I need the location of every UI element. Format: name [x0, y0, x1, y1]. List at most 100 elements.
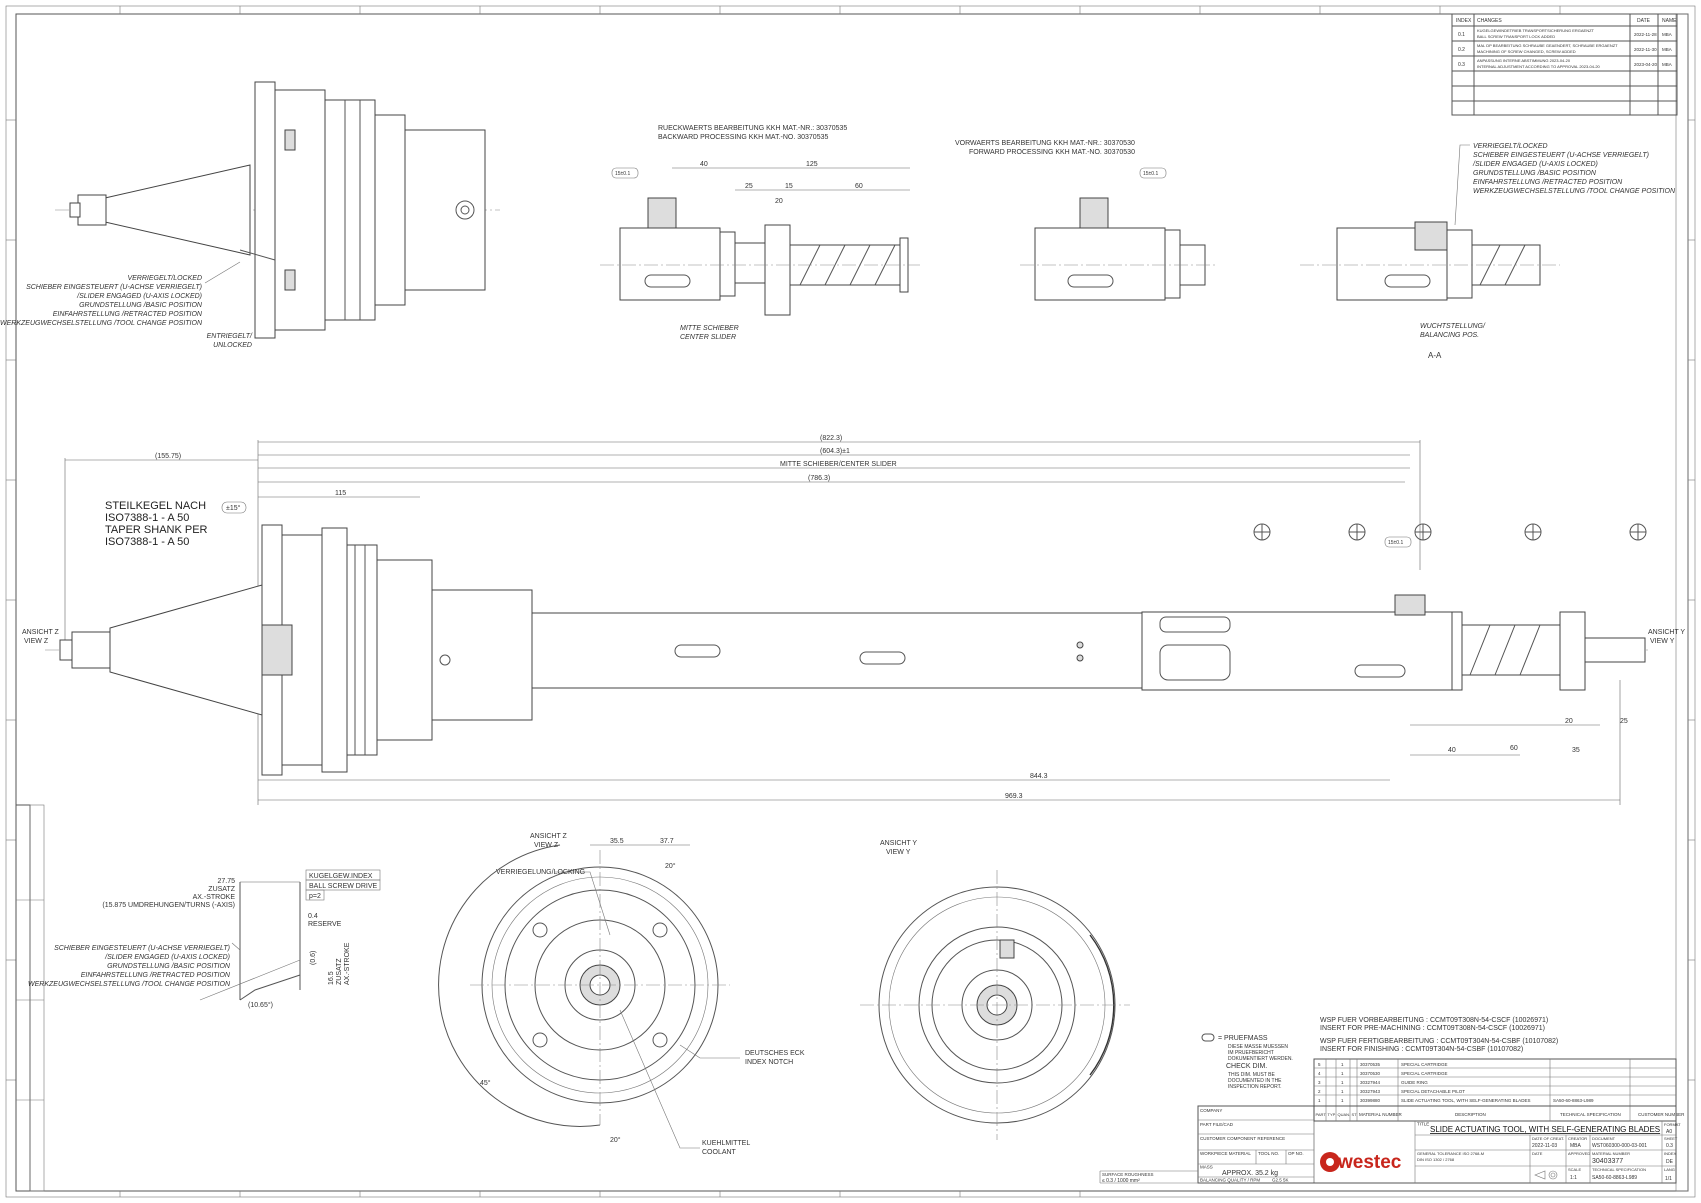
dim: 25	[745, 183, 753, 190]
legend-de: IM PRUEFBERICHT	[1228, 1050, 1274, 1056]
bom-header: QUAN.	[1338, 1112, 1351, 1117]
taper-label-de-1: STEILKEGEL NACH	[105, 500, 206, 512]
approved-label: APPROVED	[1568, 1151, 1590, 1156]
rev-header-index: INDEX	[1456, 18, 1472, 24]
revision-row: 0.2 MAL DP BEARBEITUNG SCHRAUBE GEAENDER…	[1458, 43, 1672, 54]
bom-desc: SPECIAL DETACHABLE PILOT	[1401, 1089, 1465, 1094]
rev-index: 0.2	[1458, 47, 1465, 53]
forward-processing-view: VORWAERTS BEARBEITUNG KKH MAT.-NR.: 3037…	[955, 140, 1215, 301]
insert-pre-de: WSP FUER VORBEARBEITUNG : CCMT09T308N-54…	[1320, 1017, 1548, 1024]
logo-text: westec	[1337, 1152, 1402, 1173]
aa-label-slider-de: SCHIEBER EINGESTEUERT (U-ACHSE VERRIEGEL…	[1473, 152, 1649, 159]
dim: 60	[855, 183, 863, 190]
drawing-frame	[5, 5, 1696, 1198]
aa-label-tool-change: WERKZEUGWECHSELSTELLUNG /TOOL CHANGE POS…	[1473, 188, 1676, 195]
scale-label: SCALE	[1568, 1167, 1581, 1172]
taper-label-en-1: TAPER SHANK PER	[105, 524, 208, 536]
bom-part: 5	[1318, 1062, 1321, 1067]
bom-material: 30370535	[1360, 1062, 1381, 1067]
dim-angle-45: 45°	[480, 1079, 491, 1087]
legend-de: DIESE MASSE MUESSEN	[1228, 1044, 1288, 1050]
legend-en: THIS DIM. MUST BE	[1228, 1072, 1276, 1078]
insert-fin-en: INSERT FOR FINISHING : CCMT09T304N-54-CS…	[1320, 1046, 1523, 1053]
label-retracted-position: EINFAHRSTELLUNG /RETRACTED POSITION	[53, 311, 203, 318]
stroke-label-slider-en: /SLIDER ENGAGED (U-AXIS LOCKED)	[104, 954, 230, 961]
revision-table: INDEX CHANGES DATE NAME 0.1 KUGELGEWINDE…	[1451, 13, 1678, 116]
bom-desc: SPECIAL CARTRIDGE	[1401, 1062, 1448, 1067]
stroke-label-retracted: EINFAHRSTELLUNG /RETRACTED POSITION	[81, 972, 231, 979]
stroke-label-tool-change: WERKZEUGWECHSELSTELLUNG /TOOL CHANGE POS…	[28, 981, 231, 988]
bom-desc: SPECIAL CARTRIDGE	[1401, 1071, 1448, 1076]
lang-value: DE	[1666, 1159, 1674, 1165]
material-no-value: 30403377	[1592, 1158, 1623, 1165]
tech-spec-label: TECHNICAL SPECIFICATION	[1592, 1167, 1646, 1172]
rev-date: 2022-11-28	[1634, 32, 1657, 37]
taper-label-en-2: ISO7388-1 - A 50	[105, 536, 189, 548]
main-assembly-view: (822.3) (604.3)±1 MITTE SCHIEBER/CENTER …	[22, 435, 1685, 805]
created-label: DATE OF CREAT.	[1532, 1136, 1564, 1141]
sheet-label: SHEET	[1664, 1136, 1678, 1141]
legend-de: DOKUMENTIERT WERDEN.	[1228, 1056, 1293, 1062]
projection-symbol-icon	[1534, 1170, 1558, 1180]
label-unlocked-en: UNLOCKED	[213, 342, 252, 349]
dim-844: 844.3	[1030, 773, 1048, 780]
dim-115: 115	[335, 490, 346, 497]
dim: 20	[775, 198, 783, 205]
legend-check: CHECK DIM.	[1226, 1063, 1267, 1070]
stroke-diagram: 27.75 ZUSATZ AX.-STROKE (15.875 UMDREHUN…	[28, 869, 381, 1009]
rev-name: MBA	[1662, 32, 1672, 37]
index-value: 0.3	[1666, 1143, 1673, 1149]
view-y-end-view: ANSICHT Y VIEW Y	[860, 840, 1130, 1140]
bom-part: 4	[1318, 1071, 1321, 1076]
op-no-label: OP NO.	[1288, 1151, 1304, 1156]
rev-change: MACHINING OF SCREW CHANGED, SCREW ADDED	[1477, 49, 1576, 54]
backward-processing-view: RUECKWAERTS BEARBEITUNG KKH MAT.-NR.: 30…	[600, 125, 920, 341]
bom-header: MATERIAL NUMBER	[1359, 1112, 1403, 1117]
title-label: TITLE	[1417, 1122, 1429, 1127]
bom-header: TYP	[1328, 1112, 1336, 1117]
bom-material: 30370530	[1360, 1071, 1381, 1076]
center-slider-en: CENTER SLIDER	[680, 334, 736, 341]
rev-date: 2023-04-20	[1634, 62, 1658, 67]
dim: 125	[806, 161, 818, 168]
view-y-marker-de: ANSICHT Y	[1648, 629, 1685, 636]
bom-material: 30399880	[1360, 1098, 1381, 1103]
dim-37-7: 37.7	[660, 838, 674, 845]
sheet-value: 1/1	[1665, 1176, 1672, 1182]
rev-index: 0.1	[1458, 32, 1465, 38]
view-z-title-en: VIEW Z	[534, 842, 559, 849]
date-label: DATE	[1532, 1151, 1543, 1156]
dim-40: 40	[1448, 747, 1456, 754]
drawing-title: SLIDE ACTUATING TOOL, WITH SELF-GENERATI…	[1430, 1125, 1660, 1134]
section-label: A-A	[1428, 351, 1442, 360]
view-z-marker-de: ANSICHT Z	[22, 629, 60, 636]
dim: 40	[700, 161, 708, 168]
coolant-en: COOLANT	[702, 1149, 737, 1156]
index-notch-en: INDEX NOTCH	[745, 1059, 793, 1066]
legend-symbol-text: = PRUEFMASS	[1218, 1035, 1268, 1042]
dim-35: 35	[1572, 747, 1580, 754]
index-notch-de: DEUTSCHES ECK	[745, 1050, 805, 1057]
legend-en: INSPECTION REPORT.	[1228, 1084, 1282, 1090]
dim-25: 25	[1620, 718, 1628, 725]
weight-value: APPROX. 35.2 kg	[1222, 1170, 1278, 1177]
insert-notes: WSP FUER VORBEARBEITUNG : CCMT09T308N-54…	[1320, 1017, 1558, 1053]
document-value: WST060300-000-03-001	[1592, 1143, 1647, 1149]
backward-label-de: RUECKWAERTS BEARBEITUNG KKH MAT.-NR.: 30…	[658, 125, 847, 132]
tool-no-label: TOOL NO.	[1258, 1151, 1279, 1156]
backward-label-en: BACKWARD PROCESSING KKH MAT.-NO. 3037053…	[658, 134, 828, 141]
dim-20: 20	[1565, 718, 1573, 725]
rev-change: BALL SCREW TRANSPORT LOCK ADDED	[1477, 34, 1555, 39]
bom-header: DESCRIPTION	[1455, 1112, 1486, 1117]
bom-quan: 1	[1341, 1080, 1344, 1085]
hub-side-view: VERRIEGELT/LOCKED SCHIEBER EINGESTEUERT …	[0, 81, 500, 349]
side-dim: (0.6)	[310, 951, 317, 965]
bom-header: PART	[1316, 1112, 1327, 1117]
bom-spec: SA50-60-8863-L989	[1553, 1098, 1594, 1103]
tolerance-value: DIN ISO 1302 / 2768	[1417, 1157, 1455, 1162]
material-no-label: MATERIAL NUMBER	[1592, 1151, 1630, 1156]
dim-969: 969.3	[1005, 793, 1023, 800]
